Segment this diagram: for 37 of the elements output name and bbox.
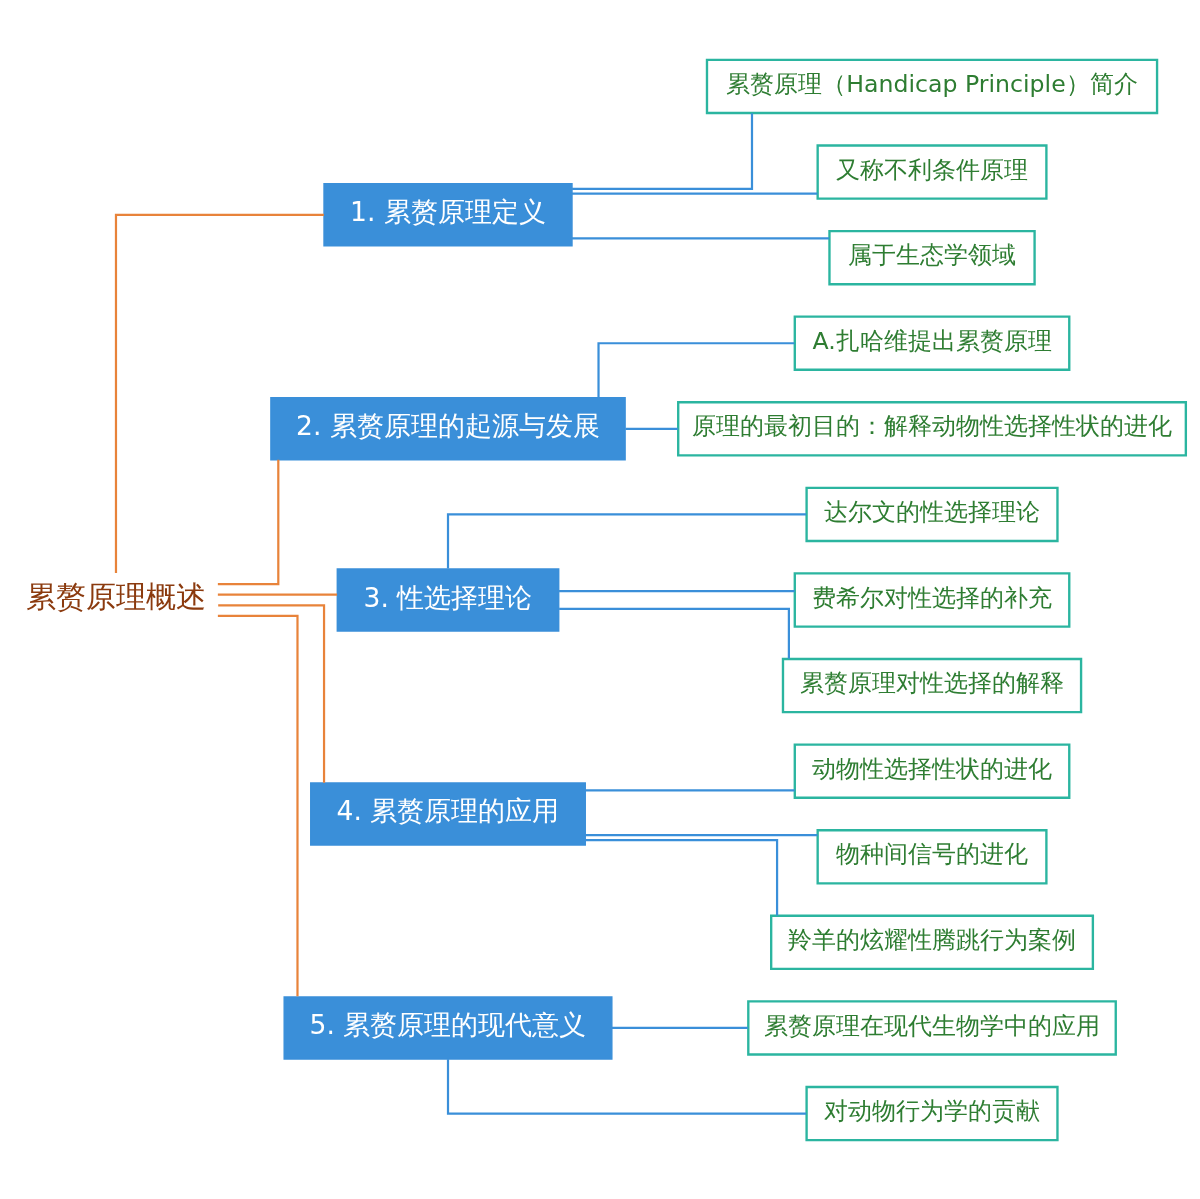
connector (559, 589, 795, 592)
connector (572, 236, 830, 240)
connector (585, 788, 795, 791)
node-box: 2. 累赘原理的起源与发展 (270, 396, 626, 461)
connector (625, 427, 678, 430)
connector (597, 341, 795, 397)
connector (559, 607, 790, 659)
connector (218, 603, 326, 783)
node-box: 费希尔对性选择的补充 (793, 571, 1071, 628)
node-box: 达尔文的性选择理论 (805, 486, 1059, 542)
connector (585, 833, 818, 836)
connector (217, 593, 338, 596)
node-box: 原理的最初目的：解释动物性选择性状的进化 (677, 400, 1187, 457)
node-box: 对动物行为学的贡献 (805, 1085, 1059, 1141)
node-box: 物种间信号的进化 (816, 828, 1048, 884)
connector (611, 1026, 748, 1029)
node-box: 动物性选择性状的进化 (793, 742, 1071, 799)
node-box: 5. 累赘原理的现代意义 (283, 995, 613, 1060)
connector (114, 213, 324, 573)
node-box: 累赘原理在现代生物学中的应用 (747, 999, 1117, 1056)
connector (446, 512, 807, 569)
connector (446, 1058, 807, 1115)
node-box: A.扎哈维提出累赘原理 (793, 315, 1071, 371)
connector (572, 192, 818, 195)
connector (217, 459, 280, 585)
node-box: 累赘原理对性选择的解释 (781, 657, 1083, 713)
connector (217, 614, 299, 996)
node-box: 羚羊的炫耀性腾跳行为案例 (770, 914, 1095, 970)
connector (585, 838, 779, 915)
node-box: 属于生态学领域 (828, 229, 1036, 285)
node-box: 3. 性选择理论 (336, 567, 560, 632)
node-box: 累赘原理（Handicap Principle）简介 (705, 58, 1159, 114)
node-box: 又称不利条件原理 (816, 143, 1048, 200)
node-text: 累赘原理概述 (25, 580, 206, 613)
node-box: 4. 累赘原理的应用 (310, 781, 586, 846)
connector (572, 112, 754, 190)
node-box: 1. 累赘原理定义 (323, 182, 573, 247)
